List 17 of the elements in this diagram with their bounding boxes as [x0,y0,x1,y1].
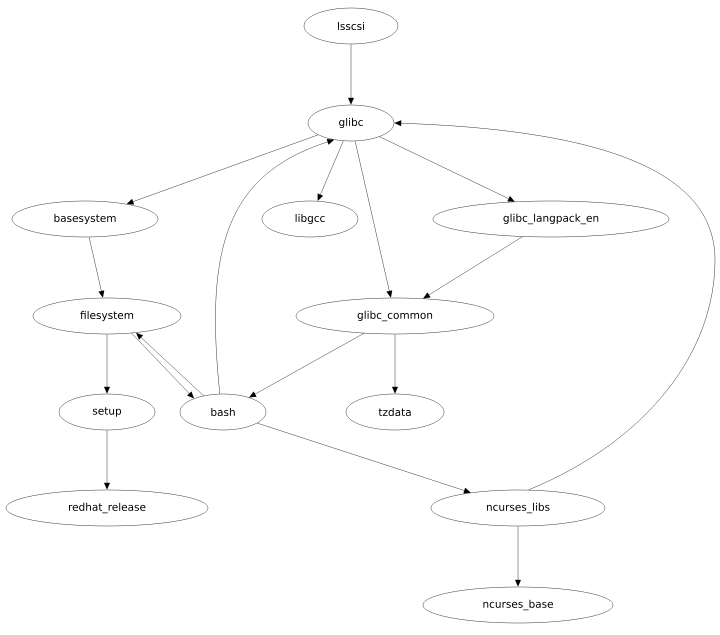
arrow [126,134,318,204]
arrow [131,332,194,398]
arrow [423,236,523,298]
arrow [104,430,110,490]
arrow [394,120,716,490]
arrow [354,140,392,298]
arrow [215,139,334,394]
arrow [348,44,354,104]
arrow [257,422,471,494]
arrow [249,333,364,398]
arrow [104,334,110,394]
arrow [88,236,104,298]
arrow [392,334,398,394]
arrow [379,136,515,202]
arrow [136,332,204,396]
arrow [515,526,521,586]
arrow [318,140,344,201]
